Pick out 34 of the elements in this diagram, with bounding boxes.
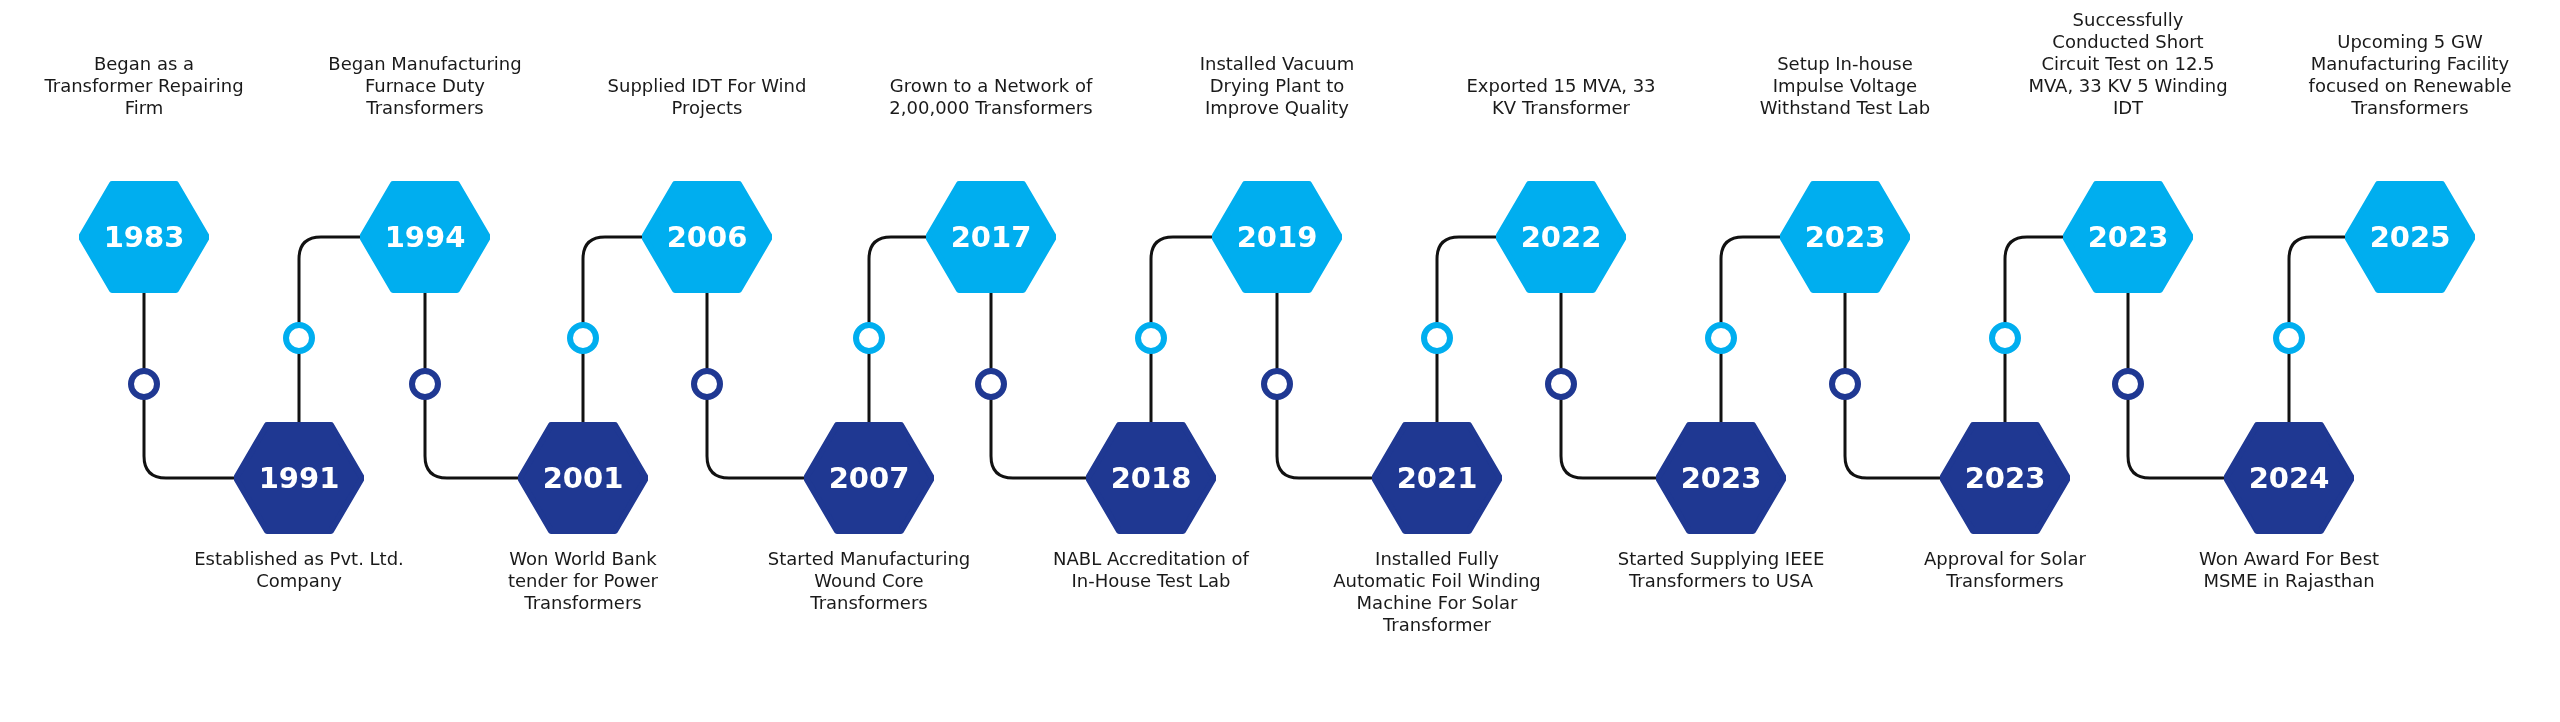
milestone-description: Successfully Conducted Short Circuit Test on 12.5 MVA, 33 KV 5 Winding IDT: [2027, 9, 2229, 119]
milestone-description: Installed Fully Automatic Foil Winding Machine For Solar Transformer: [1332, 548, 1542, 636]
year-label: 2023: [1804, 220, 1886, 254]
year-label: 2007: [828, 461, 910, 495]
year-label: 2001: [542, 461, 624, 495]
milestone-description: Installed Vacuum Drying Plant to Improve Quality: [1198, 53, 1356, 119]
year-label: 2023: [1964, 461, 2046, 495]
milestone-description: NABL Accreditation of In-House Test Lab: [1052, 548, 1251, 592]
milestone-description: Exported 15 MVA, 33 KV Transformer: [1465, 75, 1657, 119]
year-label: 2025: [2369, 220, 2451, 254]
milestone-description: Began Manufacturing Furnace Duty Transformers: [327, 53, 523, 119]
year-label: 2024: [2248, 461, 2330, 495]
milestone-description: Started Supplying IEEE Transformers to USA: [1616, 548, 1826, 592]
milestone-description: Started Manufacturing Wound Core Transformers: [766, 548, 972, 614]
year-label: 2018: [1110, 461, 1192, 495]
year-label: 2021: [1396, 461, 1478, 495]
milestone-description: Setup In-house Impulse Voltage Withstand Test Lab: [1758, 53, 1932, 119]
milestone-description: Began as a Transformer Repairing Firm: [43, 53, 245, 119]
milestone-description: Upcoming 5 GW Manufacturing Facility focused on Renewable Transformers: [2307, 31, 2513, 119]
year-label: 1991: [258, 461, 340, 495]
milestone-description: Won Award For Best MSME in Rajasthan: [2197, 548, 2381, 592]
milestone-description: Established as Pvt. Ltd. Company: [194, 548, 404, 592]
milestone-description: Won World Bank tender for Power Transformers: [506, 548, 660, 614]
year-label: 2017: [950, 220, 1032, 254]
year-label: 2022: [1520, 220, 1602, 254]
milestone-description: Approval for Solar Transformers: [1923, 548, 2087, 592]
year-label: 2023: [1680, 461, 1762, 495]
milestone-description: Supplied IDT For Wind Projects: [606, 75, 808, 119]
year-label: 1983: [103, 220, 185, 254]
milestone-description: Grown to a Network of 2,00,000 Transformers: [888, 75, 1094, 119]
year-label: 2006: [666, 220, 748, 254]
year-label: 2023: [2087, 220, 2169, 254]
year-label: 2019: [1236, 220, 1318, 254]
year-label: 1994: [384, 220, 466, 254]
